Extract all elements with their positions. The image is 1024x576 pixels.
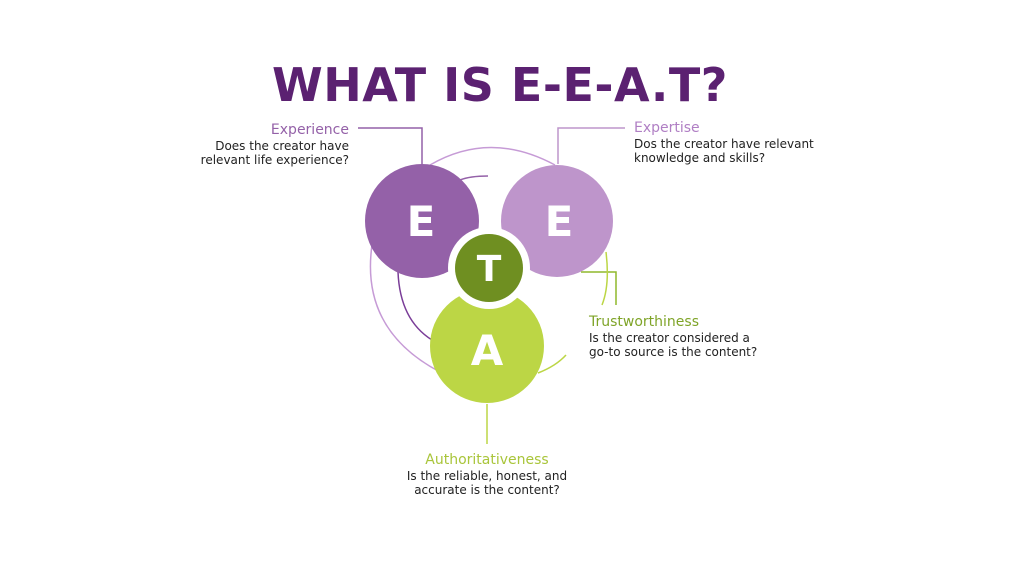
authority-circle: [430, 289, 544, 403]
authority-heading: Authoritativeness: [425, 452, 549, 468]
experience-desc-1: Does the creator have: [215, 139, 349, 153]
experience-letter: E: [407, 197, 436, 246]
expertise-desc-1: Dos the creator have relevant: [634, 137, 814, 151]
page-title: WHAT IS E-E-A.T?: [272, 58, 728, 112]
authority-desc-1: Is the reliable, honest, and: [406, 469, 568, 483]
outer-arc-right: [601, 251, 609, 306]
expertise-letter: E: [545, 197, 574, 246]
trust-desc-2: go-to source is the content?: [589, 345, 758, 359]
authority-label: Authoritativeness Is the reliable, hones…: [387, 452, 587, 497]
trust-label: Trustworthiness Is the creator considere…: [589, 314, 757, 359]
trust-connector: [581, 271, 617, 305]
expertise-desc-2: knowledge and skills?: [634, 151, 766, 165]
inner-arc-top: [459, 175, 489, 181]
expertise-heading: Expertise: [634, 120, 700, 136]
experience-desc-2: relevant life experience?: [200, 153, 349, 167]
inner-arc-left: [397, 271, 433, 341]
expertise-connector: [557, 127, 625, 164]
trust-letter: T: [477, 249, 502, 290]
experience-circle: [365, 164, 479, 278]
outer-arc-bottom-right: [537, 354, 567, 374]
trust-heading: Trustworthiness: [589, 314, 700, 330]
authority-desc-2: accurate is the content?: [414, 483, 560, 497]
outer-arc-top: [429, 146, 556, 166]
experience-connector: [358, 127, 423, 164]
authority-letter: A: [471, 326, 504, 375]
experience-heading: Experience: [270, 122, 349, 138]
outer-arc-left: [369, 244, 441, 373]
experience-label: Experience Does the creator have relevan…: [201, 122, 349, 167]
expertise-label: Expertise Dos the creator have relevant …: [634, 120, 814, 165]
trust-desc-1: Is the creator considered a: [589, 331, 750, 345]
trust-circle: [455, 234, 523, 302]
expertise-circle: [501, 165, 613, 277]
